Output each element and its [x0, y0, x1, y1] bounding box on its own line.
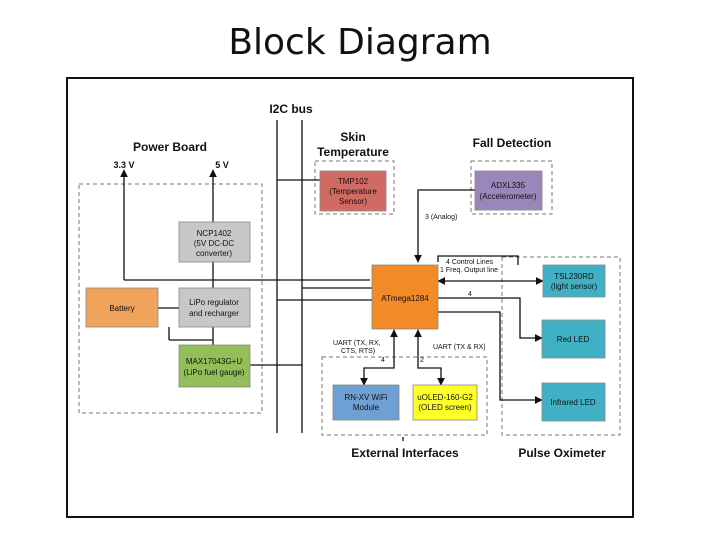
lipo-regulator-label-1: LiPo regulator: [189, 298, 239, 307]
mcu-to-red-led-wire: [438, 297, 543, 342]
skin-temperature-label-1: Skin: [340, 130, 365, 144]
mcu-label: ATmega1284: [381, 294, 429, 303]
adxl335-block: [474, 170, 543, 211]
tmp102-label-2: (Temperature: [329, 187, 377, 196]
fall-detection-label: Fall Detection: [473, 136, 552, 150]
fuel-gauge-block: [178, 344, 251, 388]
wifi-label-1: RN-XV WiFi: [344, 393, 387, 402]
adxl335-label-1: ADXL335: [491, 181, 526, 190]
ncp1402-label-2: (5V DC-DC: [194, 239, 235, 248]
fuel-gauge-label-1: MAX17043G+U: [186, 357, 242, 366]
oled-label-2: (OLED screen): [418, 403, 472, 412]
diagram-frame: [66, 77, 634, 518]
fuel-gauge-label-2: (LiPo fuel gauge): [184, 368, 245, 377]
mcu-to-ir-led-wire: [438, 311, 543, 404]
control-lines-wire: [437, 255, 519, 265]
skin-temperature-label-2: Temperature: [317, 145, 389, 159]
adxl335-label-2: (Accelerometer): [480, 192, 537, 201]
mcu-block: [371, 264, 439, 330]
external-interfaces-region: [321, 356, 488, 436]
lipo-regulator-block: [178, 287, 251, 328]
two-oled-label: 2: [420, 357, 424, 364]
analog-signal-label: 3 (Analog): [425, 214, 457, 221]
tmp102-block: [319, 170, 387, 212]
ncp1402-label-3: converter): [196, 249, 232, 258]
battery-label: Battery: [109, 304, 134, 313]
mcu-oled-uart-wire: [414, 329, 445, 386]
tmp102-label-1: TMP102: [338, 177, 369, 186]
red-led-block: [541, 319, 606, 359]
skin-temperature-region: [314, 160, 395, 215]
tsl230-block: [542, 264, 606, 298]
external-interfaces-label: External Interfaces: [351, 446, 459, 460]
mcu-wifi-uart-wire: [360, 329, 398, 386]
accel-to-mcu-wire: [414, 189, 475, 263]
tsl230-label-1: TSL230RD: [554, 272, 594, 281]
lipo-regulator-label-2: and recharger: [189, 309, 239, 318]
rail-33v-label: 3.3 V: [113, 160, 134, 170]
tmp102-label-3: Sensor): [339, 197, 367, 206]
battery-block: [85, 287, 159, 328]
rail-5v-label: 5 V: [215, 160, 229, 170]
tsl230-label-2: (light sensor): [551, 282, 598, 291]
ir-led-block: [541, 382, 606, 422]
oled-label-1: uOLED-160-G2: [417, 393, 473, 402]
wifi-block: [332, 384, 400, 421]
ncp1402-block: [178, 221, 251, 263]
uart-oled-label: UART (TX & RX): [433, 344, 486, 351]
uart-wifi-label-1: UART (TX, RX,: [333, 340, 381, 347]
power-board-region: [78, 183, 263, 414]
ir-led-label: Infrared LED: [550, 398, 596, 407]
four-wifi-label: 4: [381, 357, 385, 364]
freq-output-label: 1 Freq. Output line: [440, 267, 498, 274]
uart-wifi-label-2: CTS, RTS): [341, 348, 375, 355]
four-right-label: 4: [468, 291, 472, 298]
wifi-label-2: Module: [353, 403, 380, 412]
fall-detection-region: [470, 160, 553, 215]
control-lines-label: 4 Control Lines: [446, 259, 494, 266]
ncp1402-label-1: NCP1402: [197, 229, 232, 238]
pulse-oximeter-label: Pulse Oximeter: [518, 446, 606, 460]
red-led-label: Red LED: [557, 335, 590, 344]
power-board-label: Power Board: [133, 140, 207, 154]
i2c-bus-label: I2C bus: [269, 102, 313, 116]
oled-block: [412, 384, 478, 421]
pulse-oximeter-region: [501, 256, 621, 436]
slide-title: Block Diagram: [228, 22, 492, 63]
